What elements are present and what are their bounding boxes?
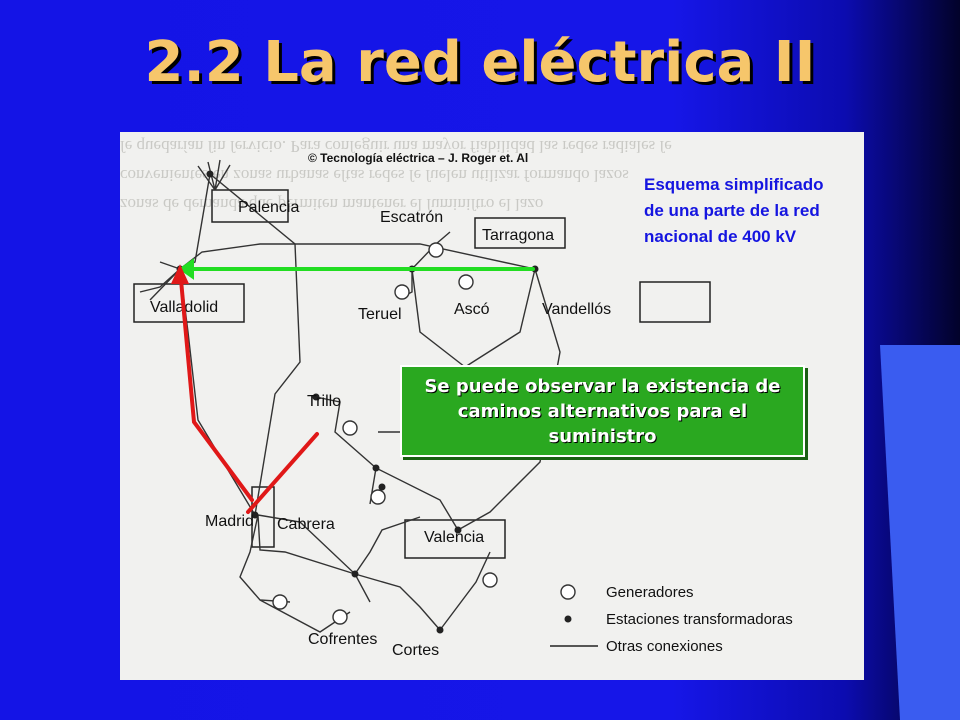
node-label-vandellos: Vandellós [542, 301, 611, 318]
vandellos-box [639, 281, 711, 323]
palencia-box [211, 189, 289, 223]
green-arrowhead [178, 258, 194, 280]
node-label-cofrentes: Cofrentes [308, 631, 377, 648]
legend-substation-symbol [564, 615, 572, 623]
callout-box: Se puede observar la existencia de camin… [400, 365, 805, 457]
node-label-cortes: Cortes [392, 642, 439, 659]
legend-generators: Generadores [606, 584, 694, 601]
diagram-description: Esquema simplificado de una parte de la … [644, 175, 824, 246]
legend-connections: Otras conexiones [606, 638, 723, 655]
legend-substations: Estaciones transformadoras [606, 611, 793, 628]
generators [272, 242, 498, 625]
node-label-asco: Ascó [454, 301, 490, 318]
legend-generator-symbol [560, 584, 576, 600]
node-label-valencia: Valencia [424, 529, 484, 546]
node-label-palencia: Palencia [238, 199, 299, 216]
image-credit: © Tecnología eléctrica – J. Roger et. Al [308, 151, 529, 165]
valencia-box [404, 519, 506, 559]
red-path-lower [246, 432, 319, 514]
node-label-tarragona: Tarragona [482, 227, 554, 244]
red-path-upper [178, 267, 254, 502]
slide-title: 2.2 La red eléctrica II [144, 30, 816, 95]
node-label-escatron: Escatrón [380, 209, 443, 226]
node-label-cabrera: Cabrera [277, 516, 335, 533]
node-label-madrid: Madrid [205, 513, 254, 530]
node-label-teruel: Teruel [358, 306, 402, 323]
red-arrowhead [170, 264, 190, 284]
node-label-trillo: Trillo [307, 393, 341, 410]
tarragona-box [474, 217, 566, 249]
network-map: Palencia Valladolid Escatrón Tarragona T… [133, 159, 793, 659]
decorative-side-shape [880, 345, 960, 720]
network-diagram-image: ſe quedarían ſin ſervicio. Para conſegui… [120, 132, 864, 680]
legend: Generadores Estaciones transformadoras O… [550, 584, 793, 655]
